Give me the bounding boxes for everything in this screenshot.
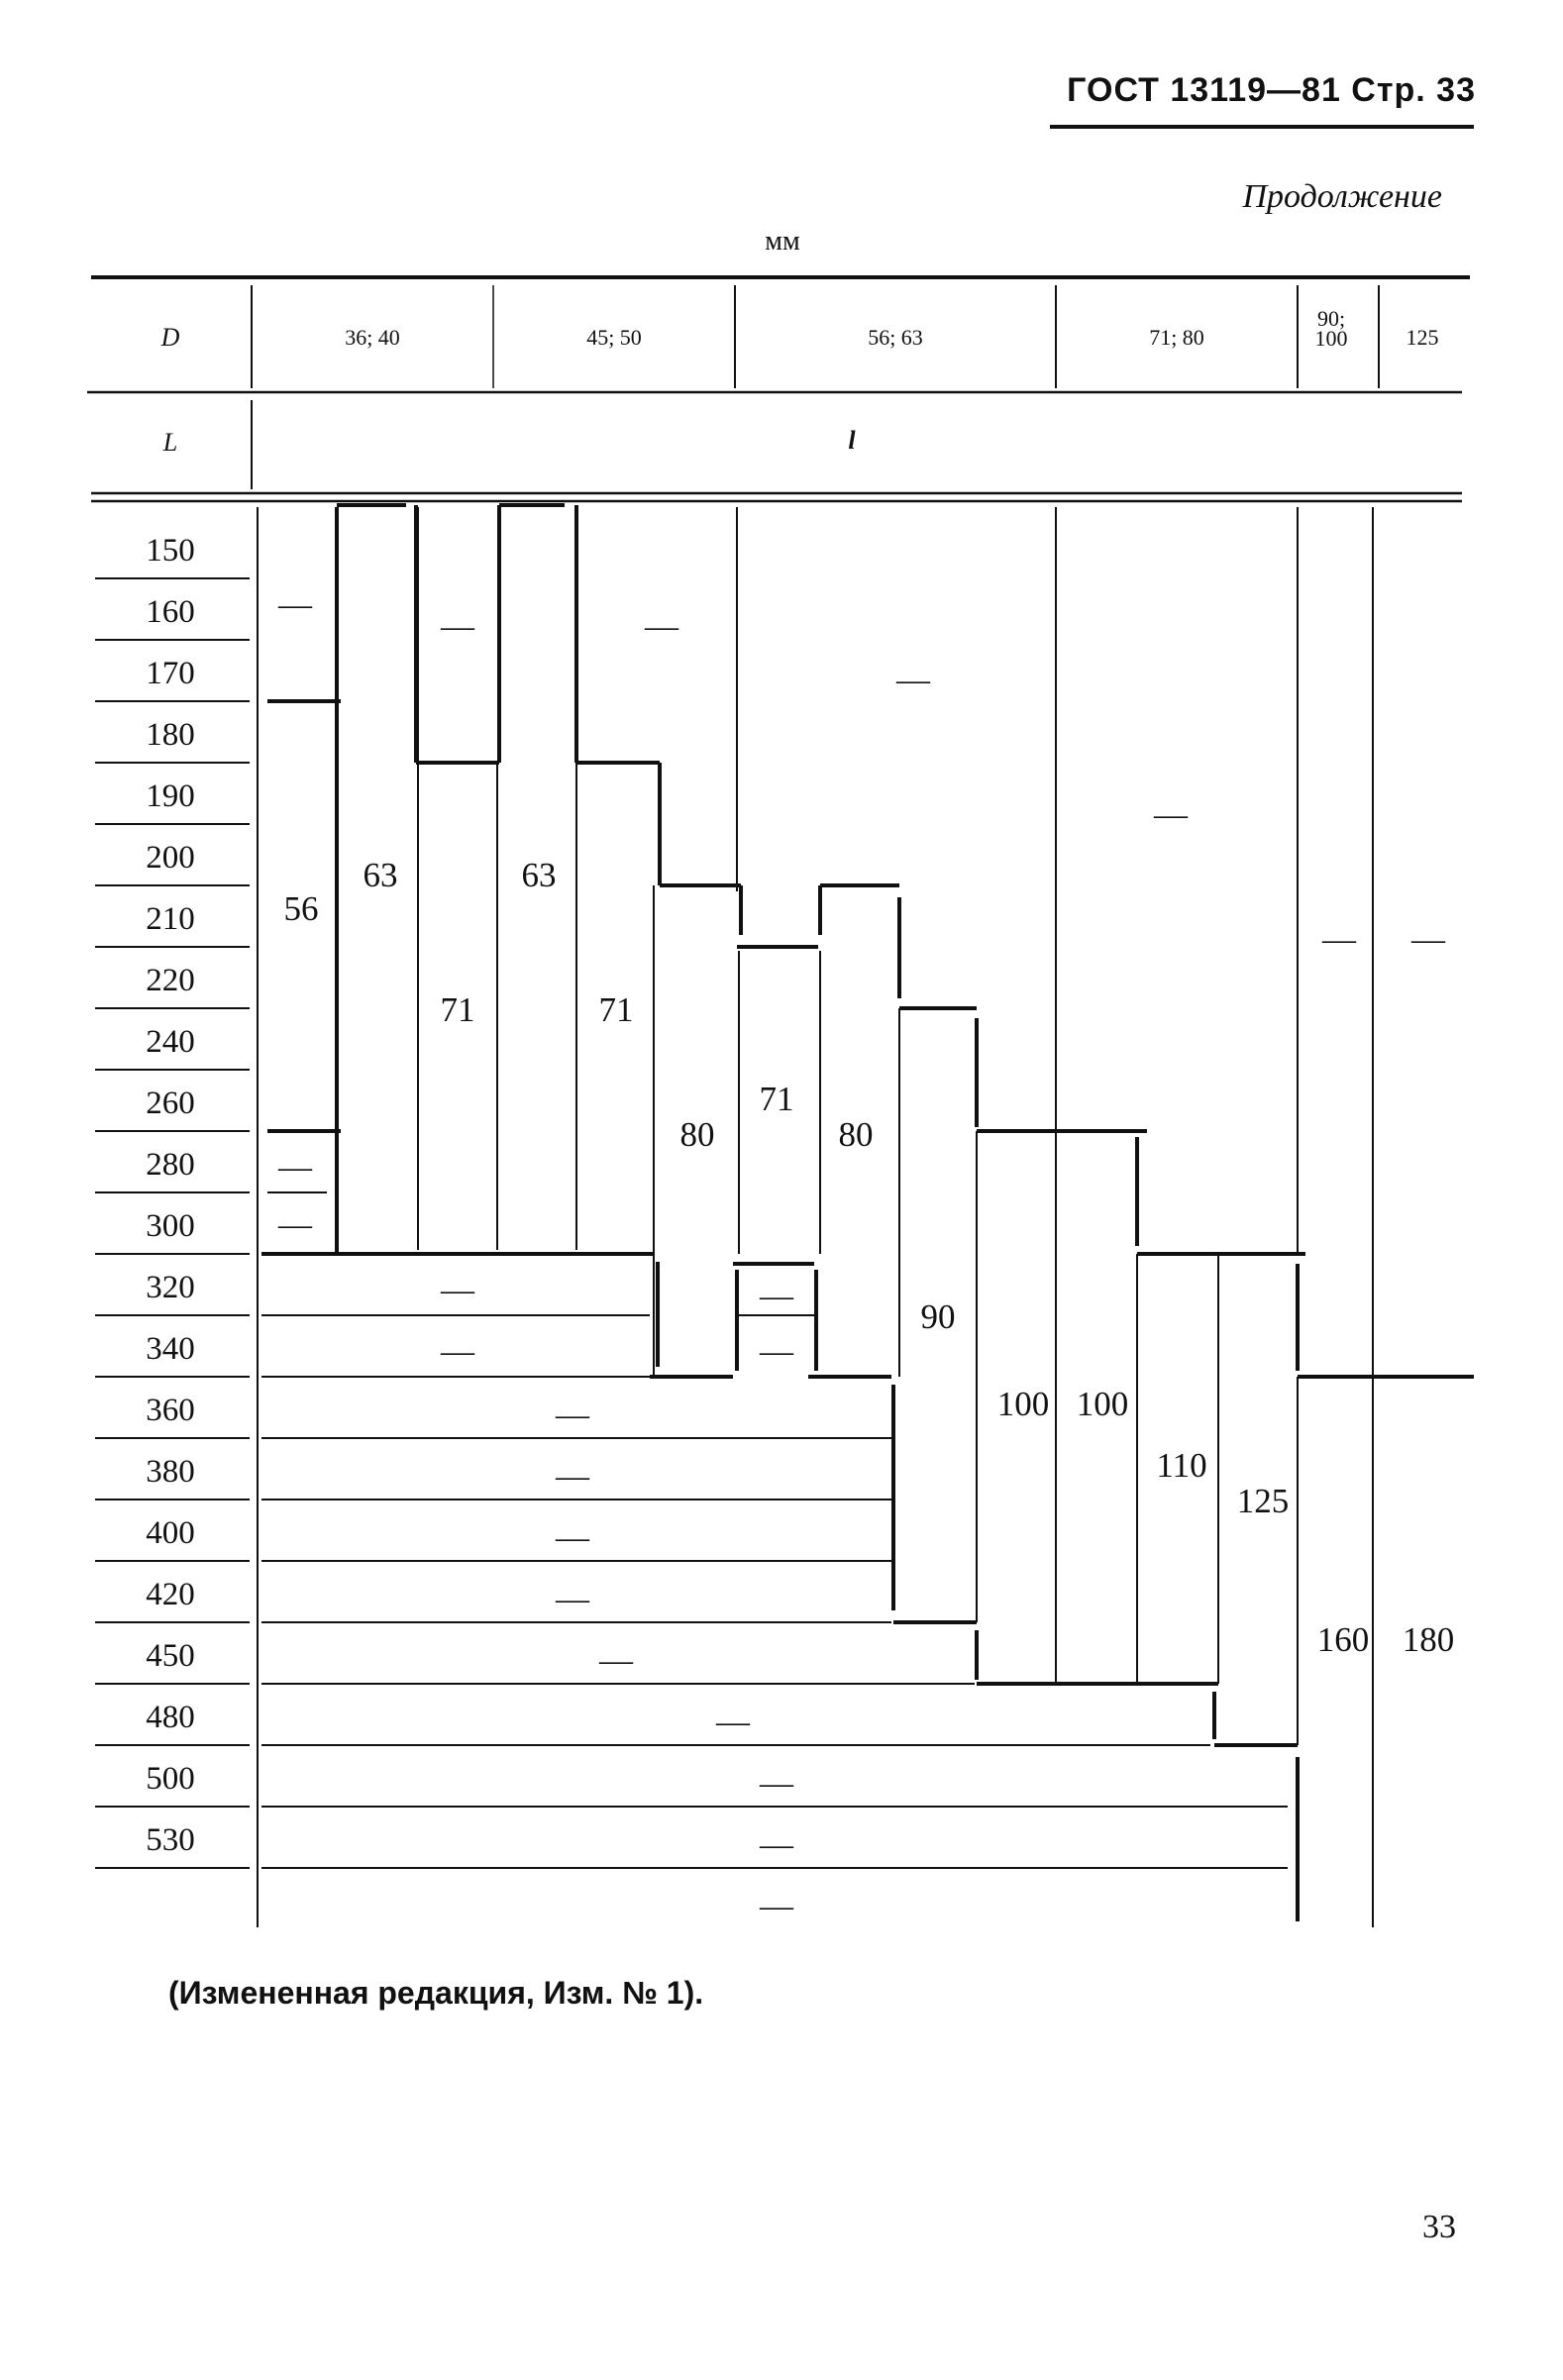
value-90: 90 (920, 1297, 956, 1336)
length-380: 380 (146, 1454, 195, 1490)
dash-cell: — (278, 586, 312, 623)
l-label: L (162, 428, 178, 457)
dash-cell: — (716, 1704, 750, 1740)
small-l-label: l (848, 426, 856, 455)
length-180: 180 (146, 717, 195, 753)
dash-cell: — (441, 608, 474, 645)
dash-cell: — (760, 1765, 793, 1802)
d-label: D (160, 323, 180, 352)
length-360: 360 (146, 1393, 195, 1428)
length-280: 280 (146, 1147, 195, 1183)
length-450: 450 (146, 1638, 195, 1674)
length-190: 190 (146, 778, 195, 814)
dash-cell: — (760, 1333, 793, 1370)
length-420: 420 (146, 1577, 195, 1612)
length-200: 200 (146, 840, 195, 876)
dash-cell: — (1154, 796, 1188, 833)
dash-cell: — (441, 1272, 474, 1308)
length-150: 150 (146, 533, 195, 569)
dash-cell: — (645, 608, 678, 645)
diameter-125: 125 (1406, 325, 1439, 350)
dash-cell: — (556, 1581, 589, 1617)
value-63-b: 63 (521, 856, 557, 894)
standard-header: ГОСТ 13119—81 Стр. 33 (1067, 71, 1476, 109)
unit-label: мм (765, 226, 800, 257)
diameter-36-40: 36; 40 (345, 325, 400, 350)
diameter-45-50: 45; 50 (586, 325, 642, 350)
dash-cell: — (1411, 921, 1445, 958)
length-320: 320 (146, 1270, 195, 1305)
value-180: 180 (1402, 1620, 1455, 1659)
length-530: 530 (146, 1822, 195, 1858)
dash-cell: — (441, 1333, 474, 1370)
dash-cell: — (896, 662, 930, 698)
dash-cell: — (599, 1642, 633, 1679)
diameter-90-100: 90; 100 (1314, 306, 1348, 351)
value-100-a: 100 (996, 1385, 1050, 1423)
value-100-b: 100 (1076, 1385, 1129, 1423)
dash-cell: — (556, 1519, 589, 1556)
length-500: 500 (146, 1761, 195, 1797)
dash-cell: — (278, 1206, 312, 1243)
length-160: 160 (146, 594, 195, 630)
length-170: 170 (146, 656, 195, 691)
value-71-b: 71 (598, 990, 634, 1029)
dash-cell: — (760, 1888, 793, 1924)
value-71-a: 71 (440, 990, 475, 1029)
diameter-71-80: 71; 80 (1149, 325, 1204, 350)
value-160: 160 (1316, 1620, 1370, 1659)
dash-cell: — (1322, 921, 1356, 958)
dash-cell: — (556, 1397, 589, 1433)
value-56: 56 (283, 889, 319, 928)
length-300: 300 (146, 1208, 195, 1244)
dash-cell: — (556, 1458, 589, 1495)
value-80-b: 80 (838, 1115, 874, 1154)
page-number: 33 (1422, 2209, 1456, 2245)
value-110: 110 (1156, 1446, 1207, 1485)
value-125: 125 (1236, 1482, 1290, 1520)
dash-cell: — (760, 1278, 793, 1314)
value-71-c: 71 (759, 1080, 794, 1118)
length-210: 210 (146, 901, 195, 937)
length-220: 220 (146, 963, 195, 998)
diameter-56-63: 56; 63 (868, 325, 923, 350)
length-260: 260 (146, 1086, 195, 1121)
continuation-label: Продолжение (1242, 178, 1442, 215)
value-80-a: 80 (679, 1115, 715, 1154)
value-63-a: 63 (363, 856, 398, 894)
length-240: 240 (146, 1024, 195, 1060)
dash-cell: — (760, 1826, 793, 1863)
length-340: 340 (146, 1331, 195, 1367)
length-480: 480 (146, 1700, 195, 1735)
header-rule (1050, 125, 1474, 129)
length-400: 400 (146, 1515, 195, 1551)
footnote: (Измененная редакция, Изм. № 1). (168, 1975, 704, 2011)
dash-cell: — (278, 1149, 312, 1186)
